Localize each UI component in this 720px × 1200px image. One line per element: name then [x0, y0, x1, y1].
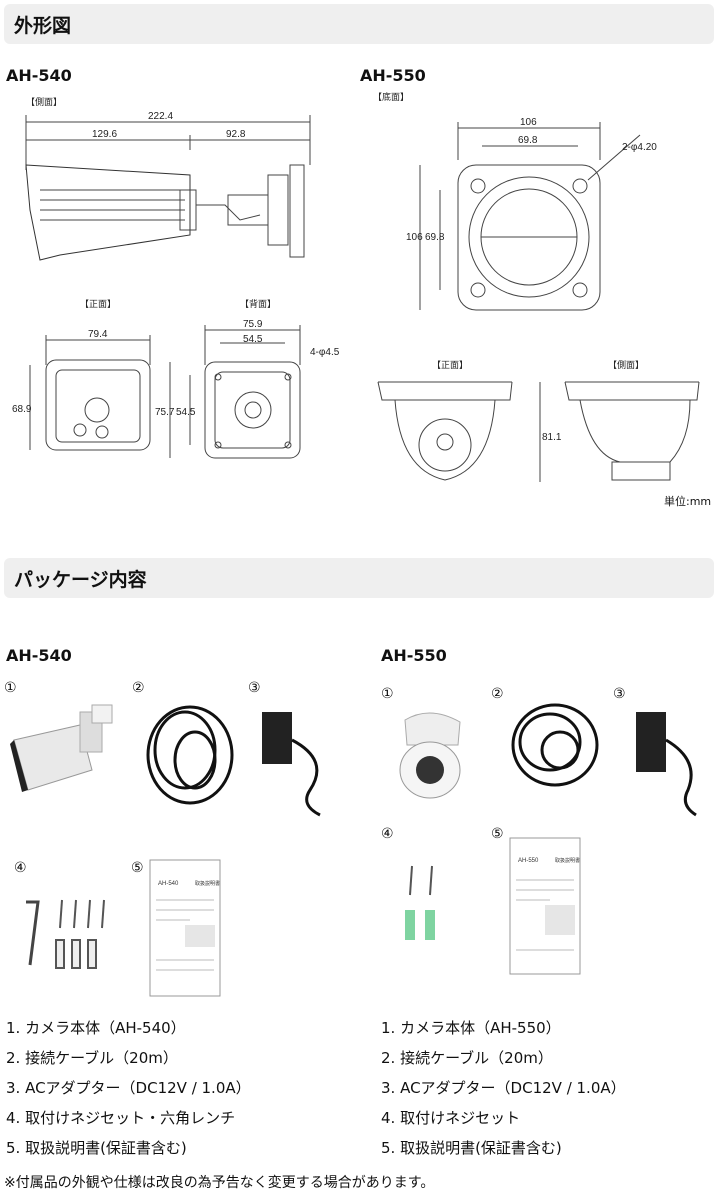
- ah540-item-2: 2. 接続ケーブル（20m）: [6, 1049, 178, 1067]
- outline-drawings: 222.4 129.6 92.8 79.4 68.9 75.9 54.5 75.…: [12, 111, 700, 482]
- ah540-dim-holes: 4-φ4.5: [310, 347, 340, 358]
- ah540-back-label: 【背面】: [240, 300, 277, 310]
- ah540-dim-back-inner-h: 54.5: [176, 407, 196, 418]
- disclaimer-note: ※付属品の外観や仕様は改良の為予告なく変更する場合があります。: [4, 1175, 435, 1191]
- ah550-dim-holes: 2-φ4.20: [622, 142, 657, 153]
- ah540-adapter-illustration: [262, 712, 321, 817]
- ah550-dim-h: 106: [406, 232, 423, 243]
- ah540-front-label: 【正面】: [80, 300, 117, 310]
- ah550-side-label: 【側面】: [608, 361, 645, 371]
- outline-section-header: 外形図: [4, 4, 714, 44]
- ah550-item-2: 2. 接続ケーブル（20m）: [381, 1049, 553, 1067]
- ah550-front-label: 【正面】: [432, 361, 469, 371]
- ah540-manual-label: 取扱説明書: [195, 880, 220, 887]
- ah550-item-list: 1. カメラ本体（AH-550） 2. 接続ケーブル（20m） 3. ACアダプ…: [381, 1013, 626, 1163]
- ah550-screw-set-illustration: [405, 865, 435, 940]
- ah540-item-1: 1. カメラ本体（AH-540）: [6, 1019, 186, 1037]
- ah550-manual-title: AH-550: [518, 858, 539, 864]
- outline-section-title: 外形図: [14, 15, 72, 37]
- ah550-package-model: AH-550: [381, 646, 447, 665]
- ah550-dim-height: 81.1: [542, 432, 562, 443]
- ah540-item-5: 5. 取扱説明書(保証書含む): [6, 1139, 187, 1157]
- ah540-marker-5: ⑤: [131, 860, 144, 876]
- package-section-title: パッケージ内容: [14, 569, 147, 591]
- ah550-marker-1: ①: [381, 686, 394, 702]
- ah550-item-1: 1. カメラ本体（AH-550）: [381, 1019, 561, 1037]
- ah540-marker-4: ④: [14, 860, 27, 876]
- ah540-camera-illustration: [10, 704, 113, 792]
- ah550-dim-inner-w: 69.8: [518, 135, 538, 146]
- ah540-dim-mount: 92.8: [226, 129, 246, 140]
- ah550-marker-5: ⑤: [491, 826, 504, 842]
- ah540-cable-illustration: [146, 705, 234, 805]
- ah540-screw-set-illustration: [26, 899, 105, 969]
- ah550-marker-2: ②: [491, 686, 504, 702]
- ah540-side-label: 【側面】: [26, 98, 63, 108]
- ah540-dim-back-w: 75.9: [243, 319, 263, 330]
- ah540-marker-3: ③: [248, 680, 261, 696]
- ah540-item-list: 1. カメラ本体（AH-540） 2. 接続ケーブル（20m） 3. ACアダプ…: [6, 1013, 251, 1163]
- ah540-item-3: 3. ACアダプター（DC12V / 1.0A）: [6, 1079, 251, 1097]
- ah550-marker-4: ④: [381, 826, 394, 842]
- ah540-marker-2: ②: [132, 680, 145, 696]
- ah540-outline-model: AH-540: [6, 66, 72, 85]
- ah540-dim-front-w: 79.4: [88, 329, 108, 340]
- ah550-item-4: 4. 取付けネジセット: [381, 1109, 521, 1127]
- ah550-item-3: 3. ACアダプター（DC12V / 1.0A）: [381, 1079, 626, 1097]
- ah540-package-model: AH-540: [6, 646, 72, 665]
- ah540-item-4: 4. 取付けネジセット・六角レンチ: [6, 1109, 236, 1127]
- ah540-manual-illustration: [149, 859, 221, 997]
- package-section-header: パッケージ内容: [4, 558, 714, 598]
- ah540-dim-back-inner: 54.5: [243, 334, 263, 345]
- ah550-dim-inner-h: 69.8: [425, 232, 445, 243]
- ah550-camera-illustration: [399, 712, 461, 799]
- ah540-manual-title: AH-540: [158, 881, 179, 887]
- ah540-dim-front-h: 68.9: [12, 404, 32, 415]
- ah540-marker-1: ①: [4, 680, 17, 696]
- ah550-bottom-label: 【底面】: [373, 93, 410, 103]
- ah550-manual-label: 取扱説明書: [555, 857, 580, 864]
- ah540-dim-total: 222.4: [148, 111, 173, 122]
- ah550-adapter-illustration: [636, 712, 697, 817]
- ah550-dim-w: 106: [520, 117, 537, 128]
- ah550-item-5: 5. 取扱説明書(保証書含む): [381, 1139, 562, 1157]
- unit-label: 単位:mm: [664, 495, 712, 508]
- ah540-dim-body: 129.6: [92, 129, 117, 140]
- ah550-marker-3: ③: [613, 686, 626, 702]
- ah550-cable-illustration: [511, 703, 599, 787]
- ah550-manual-illustration: [509, 837, 581, 975]
- ah550-outline-model: AH-550: [360, 66, 426, 85]
- ah540-dim-back-h: 75.7: [155, 407, 175, 418]
